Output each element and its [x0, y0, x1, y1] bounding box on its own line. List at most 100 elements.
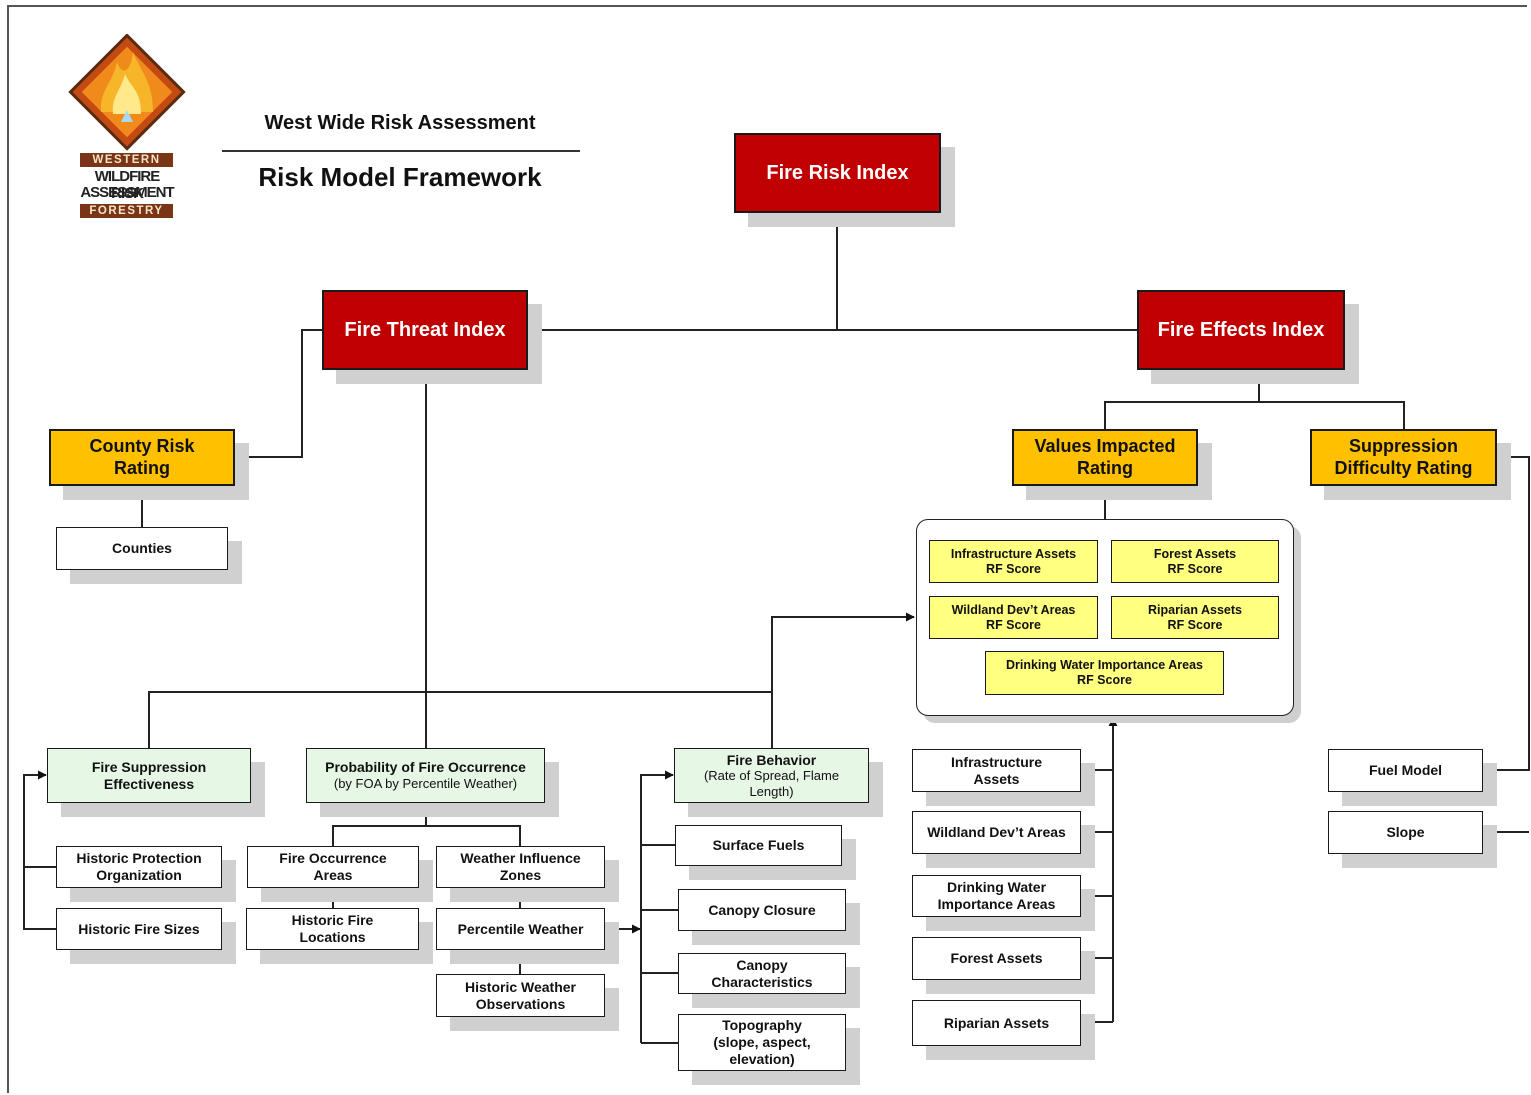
forest-assets-label: Forest Assets [950, 950, 1043, 967]
canopy-characteristics-line-1: Canopy [736, 956, 788, 973]
historic-protection-org-box: Historic Protection Organization [56, 846, 222, 888]
historic-fire-locations-box: Historic Fire Locations [246, 908, 419, 950]
fire-behavior-box: Fire Behavior (Rate of Spread, Flame Len… [674, 748, 869, 803]
fire-risk-index-box: Fire Risk Index [734, 133, 941, 213]
fire-occurrence-areas-line-2: Areas [313, 867, 353, 883]
probability-fire-occurrence-box: Probability of Fire Occurrence (by FOA b… [306, 748, 545, 803]
connector-behavior-inputs [640, 770, 674, 1043]
fire-occurrence-areas-line-1: Fire Occurrence [279, 850, 387, 867]
fire-effects-index-box: Fire Effects Index [1137, 290, 1345, 370]
connector-behavior-group [771, 612, 915, 748]
drinking-water-rf-score-line-2: RF Score [1077, 673, 1132, 687]
connector-ratings-effects [1104, 401, 1405, 430]
fire-threat-index-label: Fire Threat Index [344, 319, 506, 341]
weather-influence-zones-line-2: Zones [499, 867, 542, 883]
western-forestry-logo [68, 34, 186, 151]
values-impacted-rating-box: Values Impacted Rating [1012, 429, 1198, 486]
canopy-characteristics-box: Canopy Characteristics [678, 953, 846, 994]
historic-weather-line-1: Historic Weather [465, 978, 576, 995]
topography-line-2: (slope, aspect, [713, 1034, 811, 1051]
wildland-dev-areas-label: Wildland Dev’t Areas [927, 824, 1066, 841]
infrastructure-rf-score-box: Infrastructure Assets RF Score [929, 540, 1098, 583]
fire-behavior-sub-1: (Rate of Spread, Flame [703, 768, 840, 784]
slope-box: Slope [1328, 811, 1483, 854]
riparian-assets-box: Riparian Assets [912, 1000, 1081, 1046]
county-risk-rating-box: County Risk Rating [49, 429, 235, 486]
fire-suppression-line-1: Fire Suppression [91, 758, 207, 775]
historic-weather-line-2: Observations [475, 995, 566, 1012]
riparian-assets-label: Riparian Assets [943, 1014, 1050, 1031]
wildland-rf-score-line-1: Wildland Dev’t Areas [951, 602, 1076, 617]
title-divider [222, 150, 580, 152]
connector-probability-inputs [332, 825, 521, 846]
county-risk-rating-line-1: County Risk [89, 435, 195, 456]
suppression-difficulty-line-1: Suppression [1348, 435, 1459, 456]
fire-risk-index-label: Fire Risk Index [766, 162, 909, 184]
riparian-rf-score-line-2: RF Score [1167, 617, 1223, 632]
logo-line-2: WILDFIRE RISK [94, 168, 161, 202]
fuel-model-label: Fuel Model [1368, 762, 1443, 779]
diagram-subtitle: Risk Model Framework [258, 162, 542, 192]
connector-suppression-inputs [23, 770, 56, 868]
wildland-dev-areas-box: Wildland Dev’t Areas [912, 811, 1081, 854]
weather-influence-zones-line-1: Weather Influence [460, 850, 581, 867]
fuel-model-box: Fuel Model [1328, 749, 1483, 792]
historic-protection-line-1: Historic Protection [76, 850, 202, 867]
wildland-rf-score-box: Wildland Dev’t Areas RF Score [929, 596, 1098, 639]
historic-protection-line-2: Organization [96, 867, 182, 883]
historic-fire-sizes-box: Historic Fire Sizes [56, 908, 222, 950]
values-impacted-rating-line-2: Rating [1077, 457, 1133, 478]
connector-bus [148, 691, 772, 748]
percentile-weather-label: Percentile Weather [457, 920, 584, 937]
logo-band-bottom: FORESTRY [80, 204, 173, 218]
connector-threat-county [235, 329, 323, 462]
fire-effects-index-label: Fire Effects Index [1157, 319, 1325, 341]
fire-occurrence-areas-box: Fire Occurrence Areas [247, 846, 419, 888]
riparian-rf-score-line-1: Riparian Assets [1147, 602, 1243, 617]
forest-rf-score-box: Forest Assets RF Score [1111, 540, 1279, 583]
infrastructure-assets-line-2: Assets [973, 770, 1020, 787]
fire-behavior-title: Fire Behavior [726, 751, 817, 768]
diagram-title: West Wide Risk Assessment [264, 112, 536, 134]
county-risk-rating-line-2: Rating [114, 457, 170, 478]
fire-behavior-sub-2: Length) [749, 783, 794, 799]
drinking-water-importance-box: Drinking Water Importance Areas [912, 875, 1081, 917]
weather-influence-zones-box: Weather Influence Zones [436, 846, 605, 888]
infrastructure-assets-box: Infrastructure Assets [912, 749, 1081, 792]
historic-fire-locations-line-2: Locations [299, 929, 366, 945]
wildland-rf-score-line-2: RF Score [986, 617, 1041, 632]
fire-threat-index-box: Fire Threat Index [322, 290, 528, 370]
percentile-weather-box: Percentile Weather [436, 908, 605, 950]
suppression-difficulty-line-2: Difficulty Rating [1334, 457, 1473, 478]
slope-label: Slope [1386, 824, 1425, 841]
forest-rf-score-line-1: Forest Assets [1153, 546, 1237, 561]
infrastructure-rf-score-line-1: Infrastructure Assets [950, 546, 1077, 561]
connector-fuel-slope [1483, 452, 1530, 771]
infrastructure-assets-line-1: Infrastructure [950, 753, 1043, 770]
riparian-rf-score-box: Riparian Assets RF Score [1111, 596, 1279, 639]
topography-line-3: elevation) [729, 1050, 795, 1067]
drinking-water-rf-score-line-1: Drinking Water Importance Areas [1005, 658, 1204, 672]
logo-band-top: WESTERN [80, 153, 173, 167]
surface-fuels-box: Surface Fuels [675, 825, 842, 866]
logo-line-3: ASSESSMENT [80, 184, 174, 201]
historic-fire-locations-line-1: Historic Fire [291, 912, 374, 929]
counties-label: Counties [112, 540, 172, 557]
drinking-water-line-2: Importance Areas [937, 896, 1056, 912]
values-impacted-rating-line-1: Values Impacted [1034, 435, 1176, 456]
fire-suppression-effectiveness-box: Fire Suppression Effectiveness [47, 748, 251, 803]
topography-line-1: Topography [722, 1017, 802, 1034]
probability-title: Probability of Fire Occurrence [325, 759, 526, 776]
drinking-water-line-1: Drinking Water [946, 879, 1047, 896]
canopy-closure-box: Canopy Closure [678, 889, 846, 931]
forest-assets-box: Forest Assets [912, 937, 1081, 980]
diagram-frame [7, 5, 1527, 1093]
forest-rf-score-line-2: RF Score [1167, 561, 1223, 576]
fire-suppression-line-2: Effectiveness [103, 775, 195, 792]
canopy-characteristics-line-2: Characteristics [711, 973, 813, 990]
infrastructure-rf-score-line-2: RF Score [986, 561, 1041, 576]
surface-fuels-label: Surface Fuels [712, 837, 805, 854]
historic-fire-sizes-label: Historic Fire Sizes [78, 920, 200, 937]
canopy-closure-label: Canopy Closure [708, 901, 816, 918]
